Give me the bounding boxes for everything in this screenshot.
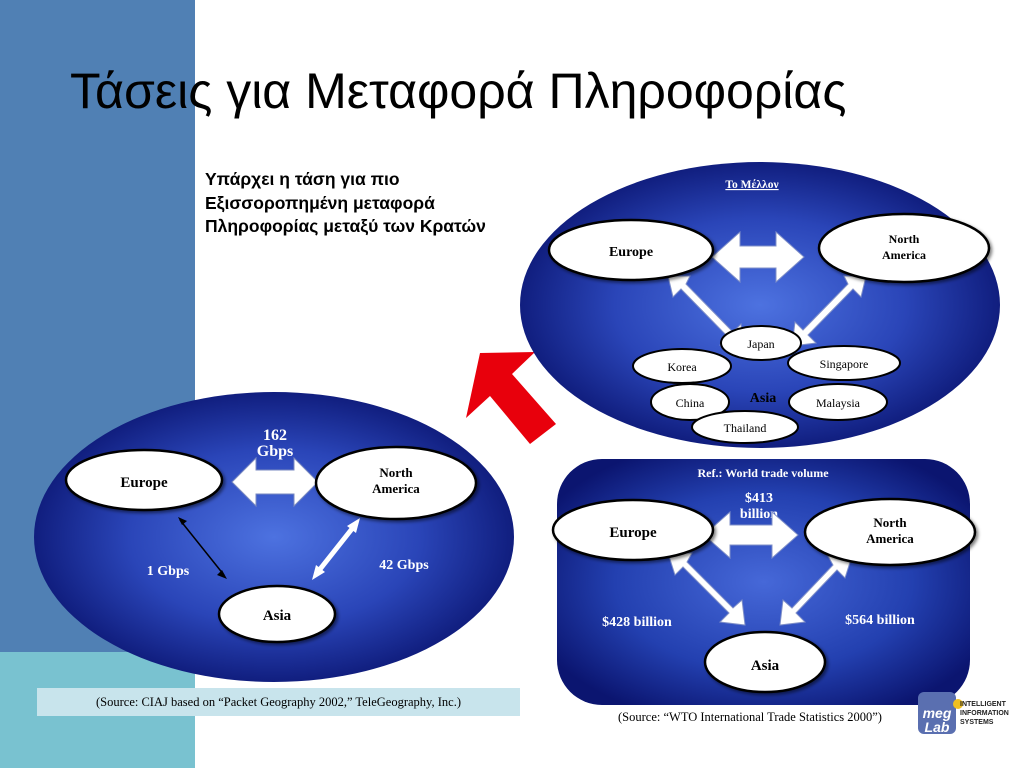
left-europe-node <box>64 448 224 512</box>
future-thailand-node <box>691 410 799 444</box>
trade-europe-north-america-arrow <box>703 510 799 560</box>
future-europe-node <box>547 218 715 282</box>
trade-source-caption: (Source: “WTO International Trade Statis… <box>618 710 882 724</box>
left-asia-label: Asia <box>263 608 292 624</box>
intro-text: Υπάρχει η τάση για πιο Εξισσοροπημένη με… <box>205 169 486 236</box>
trade-north-america-asia-arrow <box>779 555 853 626</box>
future-china-label: China <box>676 396 705 410</box>
trade-asia-label: Asia <box>751 658 780 674</box>
left-north-america-node <box>314 445 478 521</box>
future-north-america-node <box>817 212 991 284</box>
left-asia-node <box>217 584 337 644</box>
svg-text:meg: meg <box>923 705 952 721</box>
logo-caption-line1: INTELLIGENT <box>960 701 1006 708</box>
future-europe-north-america-arrow <box>711 230 805 284</box>
left-link-europe-asia-label: 1 Gbps <box>147 564 190 579</box>
future-korea-label: Korea <box>667 360 697 374</box>
trade-north-america-node <box>803 497 977 567</box>
future-heading: Το Μέλλον <box>725 178 778 191</box>
future-malaysia-node <box>788 383 888 421</box>
trade-link-north-america-asia-label: $564 billion <box>845 613 915 628</box>
future-malaysia-label: Malaysia <box>816 396 861 410</box>
left-link-north-america-asia-label: 42 Gbps <box>379 558 429 573</box>
left-europe-asia-arrowhead-start <box>178 517 187 525</box>
trade-europe-label: Europe <box>609 525 657 541</box>
future-europe-label: Europe <box>609 245 653 260</box>
future-thailand-label: Thailand <box>724 421 767 435</box>
left-north-america-asia-arrowhead-start <box>347 518 360 533</box>
trade-heading: Ref.: World trade volume <box>697 466 829 480</box>
left-europe-asia-arrowhead-end <box>217 570 227 579</box>
future-korea-node <box>632 348 732 384</box>
logo-icon: meg Lab <box>918 692 963 735</box>
trade-link-europe-asia-label: $428 billion <box>602 615 672 630</box>
left-source-caption: (Source: CIAJ based on “Packet Geography… <box>37 688 520 716</box>
transition-red-arrow-shape <box>466 352 556 444</box>
future-singapore-label: Singapore <box>820 357 869 371</box>
future-japan-label: Japan <box>747 337 774 351</box>
logo-caption: INTELLIGENT INFORMATION SYSTEMS <box>960 700 1024 727</box>
future-asia-label: Asia <box>750 391 776 406</box>
left-north-america-asia-arrow <box>315 523 357 575</box>
trade-europe-asia-arrow <box>667 552 746 626</box>
left-europe-asia-arrow <box>179 519 225 576</box>
logo-caption-line2: INFORMATION SYSTEMS <box>960 710 1009 726</box>
trade-asia-node <box>703 630 827 694</box>
future-japan-node <box>720 325 802 361</box>
trade-europe-node <box>551 498 715 562</box>
left-europe-label: Europe <box>120 475 168 491</box>
left-north-america-asia-arrowhead-end <box>312 565 325 580</box>
slide-title: Τάσεις για Μεταφορά Πληροφορίας <box>70 63 847 119</box>
future-singapore-node <box>787 345 901 381</box>
svg-text:Lab: Lab <box>925 719 950 735</box>
future-china-node <box>650 383 730 421</box>
